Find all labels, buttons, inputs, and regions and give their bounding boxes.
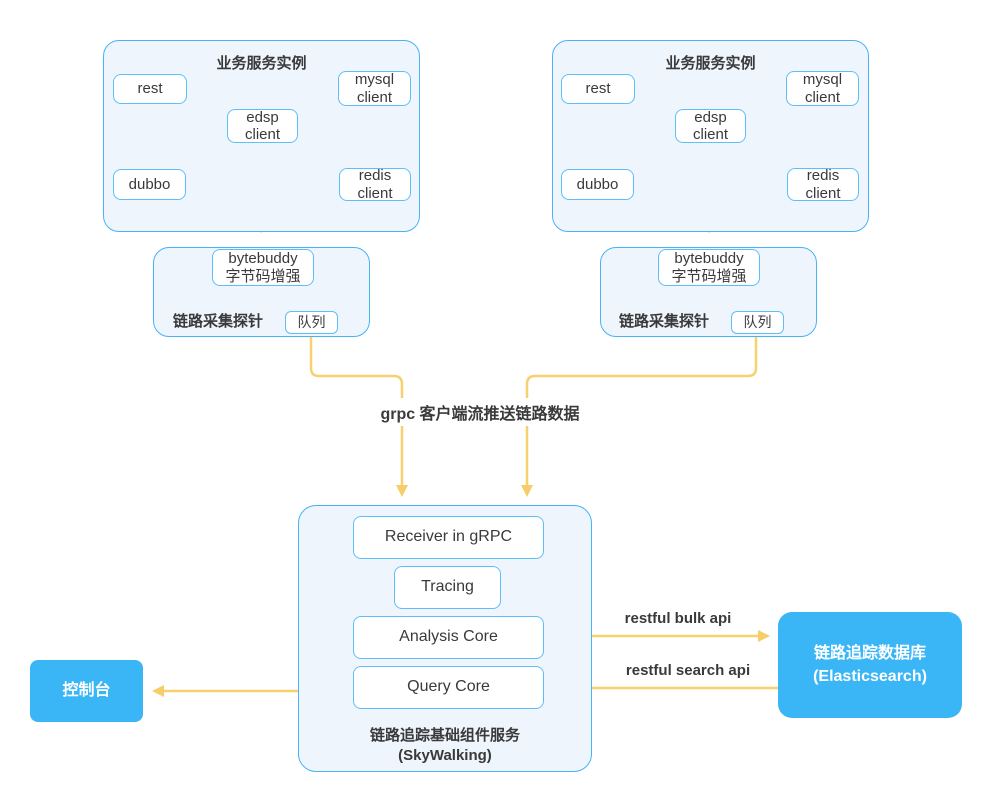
service-instance-group-right: 业务服务实例 rest mysql client edsp client dub… [552, 40, 869, 232]
search-api-label: restful search api [625, 662, 751, 679]
node-rest: rest [561, 74, 635, 104]
node-queue: 队列 [731, 311, 784, 334]
probe-label: 链路采集探针 [173, 313, 264, 330]
probe-label: 链路采集探针 [619, 313, 710, 330]
bulk-api-label: restful bulk api [624, 610, 732, 627]
node-mysql-client: mysql client [338, 71, 411, 106]
group-title: 业务服务实例 [216, 55, 307, 72]
skywalking-label: 链路追踪基础组件服务 (SkyWalking) [369, 727, 520, 765]
elasticsearch-box: 链路追踪数据库 (Elasticsearch) [778, 612, 962, 718]
node-query-core: Query Core [353, 666, 544, 709]
grpc-arrow-left [309, 333, 408, 497]
node-tracing: Tracing [394, 566, 501, 609]
node-receiver-grpc: Receiver in gRPC [353, 516, 544, 559]
node-mysql-client: mysql client [786, 71, 859, 106]
node-bytebuddy: bytebuddy 字节码增强 [212, 249, 314, 286]
grpc-push-arrows [309, 333, 758, 497]
node-edsp-client: edsp client [675, 109, 746, 143]
node-dubbo: dubbo [561, 169, 634, 200]
console-box: 控制台 [30, 660, 143, 722]
node-queue: 队列 [285, 311, 338, 334]
node-rest: rest [113, 74, 187, 104]
node-bytebuddy: bytebuddy 字节码增强 [658, 249, 760, 286]
node-edsp-client: edsp client [227, 109, 298, 143]
grpc-push-label: grpc 客户端流推送链路数据 [357, 398, 603, 426]
service-instance-group-left: 业务服务实例 rest mysql client edsp client dub… [103, 40, 420, 232]
grpc-arrow-right [521, 333, 758, 497]
trace-probe-left: bytebuddy 字节码增强 链路采集探针 队列 [153, 247, 370, 337]
node-analysis-core: Analysis Core [353, 616, 544, 659]
node-redis-client: redis client [339, 167, 411, 202]
node-redis-client: redis client [787, 167, 859, 202]
node-dubbo: dubbo [113, 169, 186, 200]
trace-probe-right: bytebuddy 字节码增强 链路采集探针 队列 [600, 247, 817, 337]
group-title: 业务服务实例 [665, 55, 756, 72]
skywalking-box: Receiver in gRPC Tracing Analysis Core Q… [298, 505, 592, 772]
